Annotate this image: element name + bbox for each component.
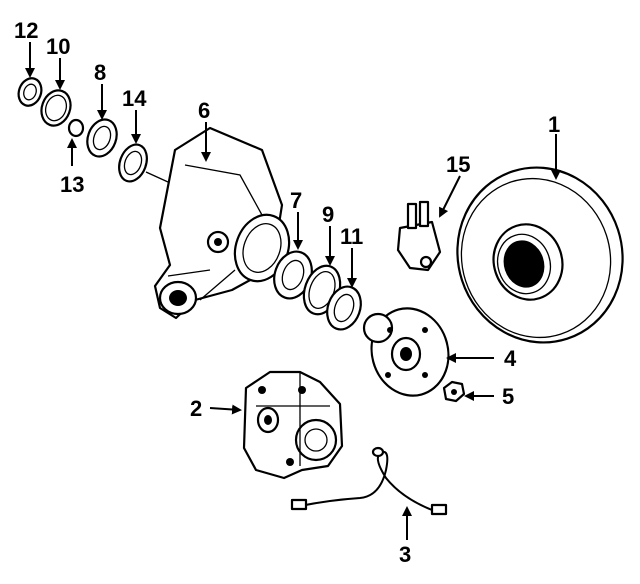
bearing-shim[interactable] [37, 86, 76, 129]
brake-caliper[interactable] [242, 370, 344, 480]
callout-9: 9 [322, 202, 334, 227]
abs-sensor-cable[interactable] [290, 446, 448, 516]
snap-ring[interactable] [67, 118, 85, 138]
outer-bearing[interactable] [82, 115, 121, 160]
callout-15: 15 [446, 152, 470, 177]
callout-5: 5 [502, 384, 514, 409]
abs-sensor-bracket[interactable] [396, 200, 442, 272]
callout-labels: 1 2 3 4 5 6 7 8 9 10 11 12 13 14 15 [14, 18, 560, 567]
callout-1: 1 [548, 112, 560, 137]
callout-4: 4 [504, 346, 517, 371]
callout-14: 14 [122, 86, 147, 111]
callout-12: 12 [14, 18, 38, 43]
callout-7: 7 [290, 188, 302, 213]
callout-8: 8 [94, 60, 106, 85]
outer-seal[interactable] [15, 75, 45, 109]
leader-lines [25, 42, 561, 540]
callout-2: 2 [190, 396, 202, 421]
wheel-hub[interactable] [362, 300, 458, 405]
callout-10: 10 [46, 34, 70, 59]
callout-3: 3 [399, 542, 411, 567]
callout-11: 11 [340, 224, 363, 249]
dust-seal[interactable] [114, 141, 151, 186]
callout-13: 13 [60, 172, 84, 197]
steering-knuckle[interactable] [153, 126, 298, 320]
callout-6: 6 [198, 98, 210, 123]
inner-bearing[interactable] [268, 246, 318, 303]
brake-rotor[interactable] [435, 146, 640, 364]
hub-nut[interactable] [442, 380, 466, 403]
